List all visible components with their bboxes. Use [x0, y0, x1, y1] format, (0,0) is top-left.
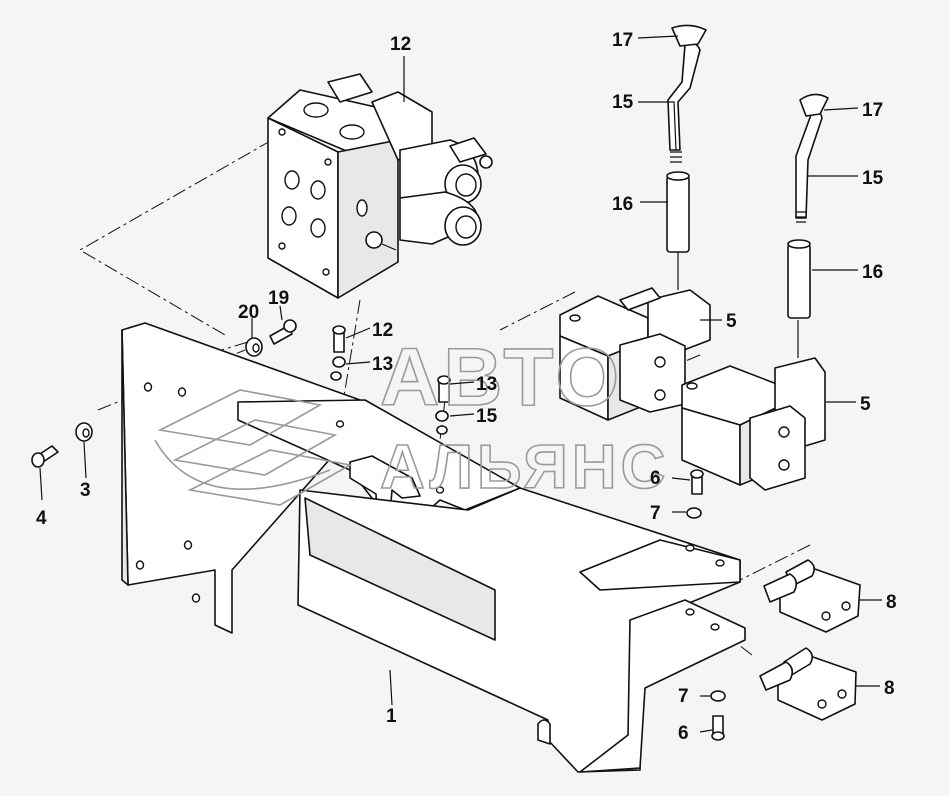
fitting-block-upper [763, 559, 861, 633]
callout-5-left: 5 [726, 311, 737, 332]
watermark-line-2: АЛЬЯНС [380, 433, 669, 502]
callout-7-upper: 7 [650, 503, 661, 524]
callout-1: 1 [386, 706, 397, 727]
callout-17-right: 17 [862, 100, 883, 121]
callout-15-right: 15 [862, 168, 884, 189]
callout-10: 12 [390, 34, 411, 55]
callout-17-left: 17 [612, 30, 633, 51]
callout-19: 19 [268, 288, 289, 309]
callout-8-upper: 8 [886, 592, 897, 613]
callout-5-right: 5 [860, 394, 871, 415]
lever-left [666, 24, 707, 253]
callout-7-lower: 7 [678, 686, 689, 707]
callout-12-lower: 13 [476, 374, 497, 395]
callout-12-upper: 12 [372, 320, 393, 341]
fitting-block-lower [759, 647, 857, 721]
callout-6-lower: 6 [678, 723, 689, 744]
callout-13-lower: 15 [476, 406, 498, 427]
callout-15-left: 15 [612, 92, 634, 113]
callout-16-left: 16 [612, 194, 633, 215]
callout-6-upper: 6 [650, 468, 661, 489]
callouts: 12 17 15 16 5 17 15 16 5 20 19 12 13 13 … [36, 30, 897, 744]
main-frame-part [121, 322, 746, 773]
solenoid-valve-right [681, 357, 826, 491]
callout-3: 3 [80, 480, 91, 501]
watermark-logo: АВТО АЛЬЯНС [154, 331, 669, 506]
lever-right [787, 93, 829, 319]
fasteners [31, 319, 726, 741]
leader-lines [39, 35, 882, 733]
callout-8-lower: 8 [884, 678, 895, 699]
callout-16-right: 16 [862, 262, 883, 283]
solenoid-valve-left [559, 287, 711, 421]
watermark-line-1: АВТО [380, 332, 623, 423]
valve-block-part [267, 73, 493, 299]
callout-20: 20 [238, 302, 259, 323]
callout-13-upper: 13 [372, 354, 393, 375]
callout-4: 4 [36, 508, 47, 529]
